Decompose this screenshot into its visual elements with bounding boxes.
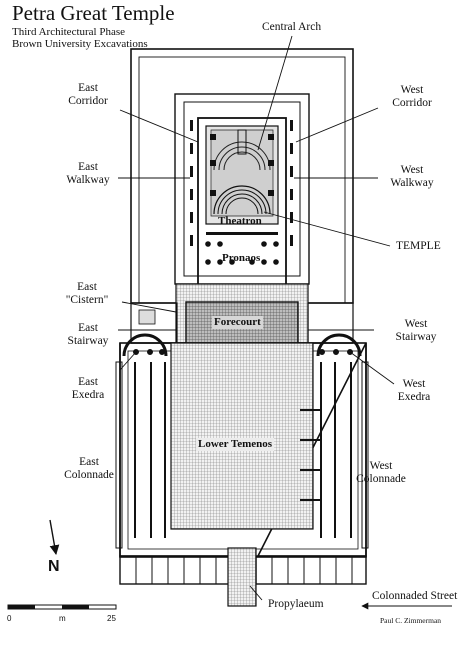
scale-unit: m: [59, 614, 66, 623]
label-east-corridor-line1: East: [78, 82, 98, 94]
label-colonnaded-street: Colonnaded Street: [372, 590, 458, 602]
label-west-exedra: West Exedra: [384, 378, 444, 404]
forecourt: [175, 283, 309, 347]
label-east-corridor: East Corridor: [56, 82, 120, 108]
label-propylaeum: Propylaeum: [268, 598, 324, 610]
label-west-stairway-line1: West: [404, 318, 428, 330]
scale-bar: [7, 604, 117, 610]
label-east-stairway-line1: East: [78, 322, 98, 334]
label-west-colonnade: West Colonnade: [346, 460, 416, 486]
label-west-corridor-line1: West: [400, 84, 424, 96]
author-credit: Paul C. Zimmerman: [380, 616, 442, 625]
label-west-colonnade-line2: Colonnade: [356, 473, 406, 485]
label-west-walkway-line1: West: [400, 164, 424, 176]
diagram-subtitle-phase: Third Architectural Phase: [12, 26, 126, 38]
label-east-colonnade-line2: Colonnade: [64, 469, 114, 481]
label-temple: TEMPLE: [396, 240, 441, 252]
label-west-corridor: West Corridor: [380, 84, 444, 110]
walkway-columns: [190, 120, 293, 246]
label-east-cistern-line1: East: [77, 281, 97, 293]
label-east-exedra: East Exedra: [58, 376, 118, 402]
label-west-walkway: West Walkway: [380, 164, 444, 190]
scale-max: 25: [107, 614, 116, 623]
label-central-arch: Central Arch: [262, 21, 322, 33]
label-east-walkway: East Walkway: [56, 161, 120, 187]
label-east-stairway: East Stairway: [56, 322, 120, 348]
label-east-stairway-line2: Stairway: [67, 335, 109, 347]
diagram-title: Petra Great Temple: [12, 1, 175, 25]
label-east-walkway-line1: East: [78, 161, 98, 173]
label-theatron: Theatron: [218, 215, 262, 227]
label-west-stairway: West Stairway: [384, 318, 448, 344]
label-pronaos: Pronaos: [222, 252, 261, 264]
label-forecourt: Forecourt: [212, 316, 263, 329]
label-east-exedra-line2: Exedra: [71, 389, 105, 401]
propylaeum: [227, 547, 257, 607]
label-east-colonnade: East Colonnade: [54, 456, 124, 482]
label-east-exedra-line1: East: [78, 376, 98, 388]
label-east-corridor-line2: Corridor: [68, 95, 108, 107]
label-east-walkway-line2: Walkway: [66, 174, 110, 186]
pronaos-columns: [205, 232, 279, 265]
shop-rows: [115, 361, 369, 549]
leader-lines: [118, 35, 395, 601]
label-east-colonnade-line1: East: [79, 456, 99, 468]
west-colonnade: [320, 362, 352, 538]
label-west-exedra-line2: Exedra: [397, 391, 431, 403]
label-west-walkway-line2: Walkway: [390, 177, 434, 189]
label-west-corridor-line2: Corridor: [392, 97, 432, 109]
label-east-cistern: East "Cistern": [54, 281, 120, 307]
scale-zero: 0: [7, 614, 12, 623]
east-colonnade: [134, 362, 166, 538]
lower-temenos-paving: [170, 342, 314, 530]
theatron: [205, 125, 279, 225]
label-lower-temenos: Lower Temenos: [196, 438, 275, 451]
label-west-stairway-line2: Stairway: [395, 331, 437, 343]
label-west-exedra-line1: West: [402, 378, 426, 390]
label-east-cistern-line2: "Cistern": [65, 294, 109, 306]
north-arrow: [49, 519, 60, 555]
label-west-colonnade-line1: West: [369, 460, 393, 472]
north-label: N: [48, 558, 60, 575]
diagram-subtitle-excavations: Brown University Excavations: [12, 38, 148, 50]
